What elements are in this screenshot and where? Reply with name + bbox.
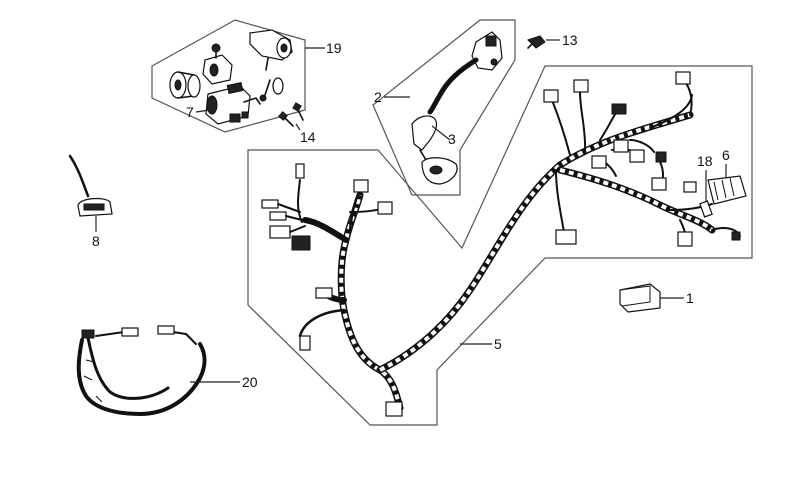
callout-14: 14 <box>300 129 316 145</box>
part-1-relay <box>619 283 661 313</box>
callout-6: 6 <box>722 147 730 163</box>
callout-2: 2 <box>374 89 382 105</box>
callout-19: 19 <box>326 40 342 56</box>
part-5-main-harness <box>261 71 747 417</box>
part-8-connector <box>68 154 113 217</box>
callout-7: 7 <box>186 104 194 120</box>
lock-set-parts <box>169 29 304 127</box>
callout-5: 5 <box>494 336 502 352</box>
leader-lines <box>95 39 727 383</box>
callout-3: 3 <box>448 131 456 147</box>
callout-20: 20 <box>242 374 258 390</box>
part-20-sub-harness <box>76 325 207 416</box>
callout-8: 8 <box>92 233 100 249</box>
screw-13 <box>527 35 546 49</box>
callout-13: 13 <box>562 32 578 48</box>
ignition-coil-parts <box>411 31 503 185</box>
callout-1: 1 <box>686 290 694 306</box>
frame-ignition-coil <box>372 19 516 196</box>
frame-main-harness <box>247 65 753 426</box>
callout-18: 18 <box>697 153 713 169</box>
frame-lock-set <box>151 19 306 133</box>
